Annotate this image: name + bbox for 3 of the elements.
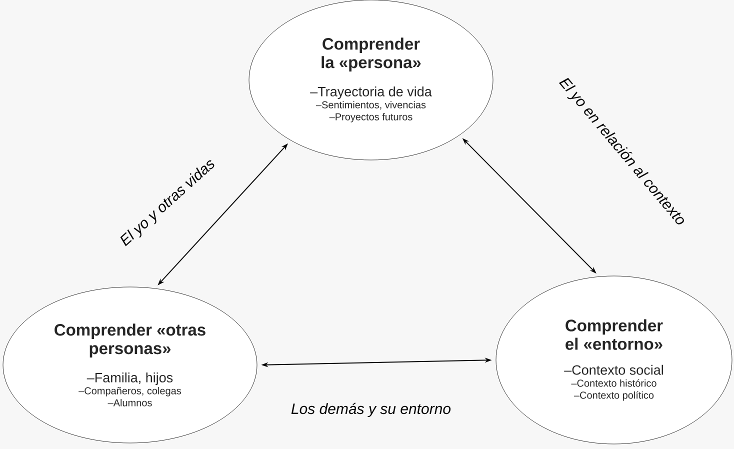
- ellipse-node: Comprender «otras personas» –Familia, hijos –Compañeros, colegas –Alumnos: [2, 286, 258, 444]
- edge-label: Los demás y su entorno: [291, 402, 451, 418]
- ellipse-node: Comprender el «entorno» –Contexto social –Contexto histórico –Contexto político: [496, 276, 732, 444]
